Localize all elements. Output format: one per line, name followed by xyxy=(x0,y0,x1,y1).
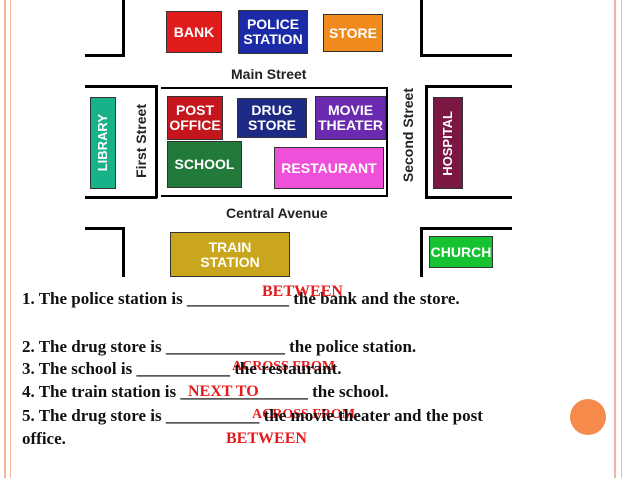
wall xyxy=(155,85,158,198)
wall xyxy=(425,85,428,197)
wall xyxy=(420,54,512,57)
question-5-continued: office. xyxy=(22,429,66,448)
post-office-building: POST OFFICE xyxy=(167,96,223,140)
question-2: 2. The drug store is ______________ the … xyxy=(22,337,417,356)
answer-1: BETWEEN xyxy=(262,283,343,300)
answer-3: NEXT TO xyxy=(188,383,259,400)
town-map: BANK POLICE STATION STORE POST OFFICE DR… xyxy=(85,0,512,277)
church-label: CHURCH xyxy=(430,243,492,260)
movie-theater-building: MOVIE THEATER xyxy=(315,96,386,140)
first-street-label: First Street xyxy=(133,104,149,178)
wall xyxy=(122,227,125,277)
restaurant-label: RESTAURANT xyxy=(281,159,377,176)
library-label: LIBRARY xyxy=(95,114,111,172)
hospital-building: HOSPITAL xyxy=(433,97,463,189)
drug-store-label: DRUG STORE xyxy=(248,102,296,133)
bank-label: BANK xyxy=(173,23,215,40)
drug-store-building: DRUG STORE xyxy=(237,98,307,138)
store-label: STORE xyxy=(329,24,377,41)
wall xyxy=(425,85,512,88)
wall xyxy=(161,195,388,197)
wall xyxy=(420,0,423,56)
hospital-label: HOSPITAL xyxy=(440,110,456,176)
slide-border-right-inner xyxy=(621,0,622,478)
question-3: 3. The school is ___________ the restaur… xyxy=(22,359,342,378)
restaurant-building: RESTAURANT xyxy=(274,147,384,189)
movie-theater-label: MOVIE THEATER xyxy=(317,102,384,133)
train-station-building: TRAIN STATION xyxy=(170,232,290,277)
question-1: 1. The police station is ____________ th… xyxy=(22,289,460,308)
police-station-building: POLICE STATION xyxy=(238,10,308,54)
train-station-label: TRAIN STATION xyxy=(200,238,260,270)
bank-building: BANK xyxy=(166,11,222,53)
post-office-label: POST OFFICE xyxy=(169,102,221,133)
central-avenue-label: Central Avenue xyxy=(226,205,328,221)
wall xyxy=(85,196,157,199)
church-building: CHURCH xyxy=(429,236,493,268)
second-street-label: Second Street xyxy=(400,88,416,183)
wall xyxy=(161,87,388,89)
school-building: SCHOOL xyxy=(167,141,242,188)
slide-border-left-inner xyxy=(10,0,11,478)
answer-5: BETWEEN xyxy=(226,430,307,447)
slide-border-left xyxy=(4,0,6,478)
wall xyxy=(420,227,423,277)
wall xyxy=(85,54,125,57)
library-building: LIBRARY xyxy=(90,97,116,189)
wall xyxy=(85,85,155,88)
wall xyxy=(425,196,512,199)
wall xyxy=(386,87,388,197)
wall xyxy=(122,0,125,56)
question-4: 4. The train station is _______________ … xyxy=(22,382,389,401)
store-building: STORE xyxy=(323,14,383,52)
police-station-label: POLICE STATION xyxy=(243,16,303,47)
answer-4: ACROSS FROM xyxy=(252,407,356,422)
main-street-label: Main Street xyxy=(231,66,307,82)
wall xyxy=(420,227,512,230)
answer-2: ACROSS FROM xyxy=(232,359,336,374)
wall xyxy=(85,227,125,230)
question-5: 5. The drug store is ___________ the mov… xyxy=(22,406,483,425)
slide-border-right xyxy=(614,0,616,478)
decorative-circle xyxy=(570,399,606,435)
school-label: SCHOOL xyxy=(174,156,235,173)
